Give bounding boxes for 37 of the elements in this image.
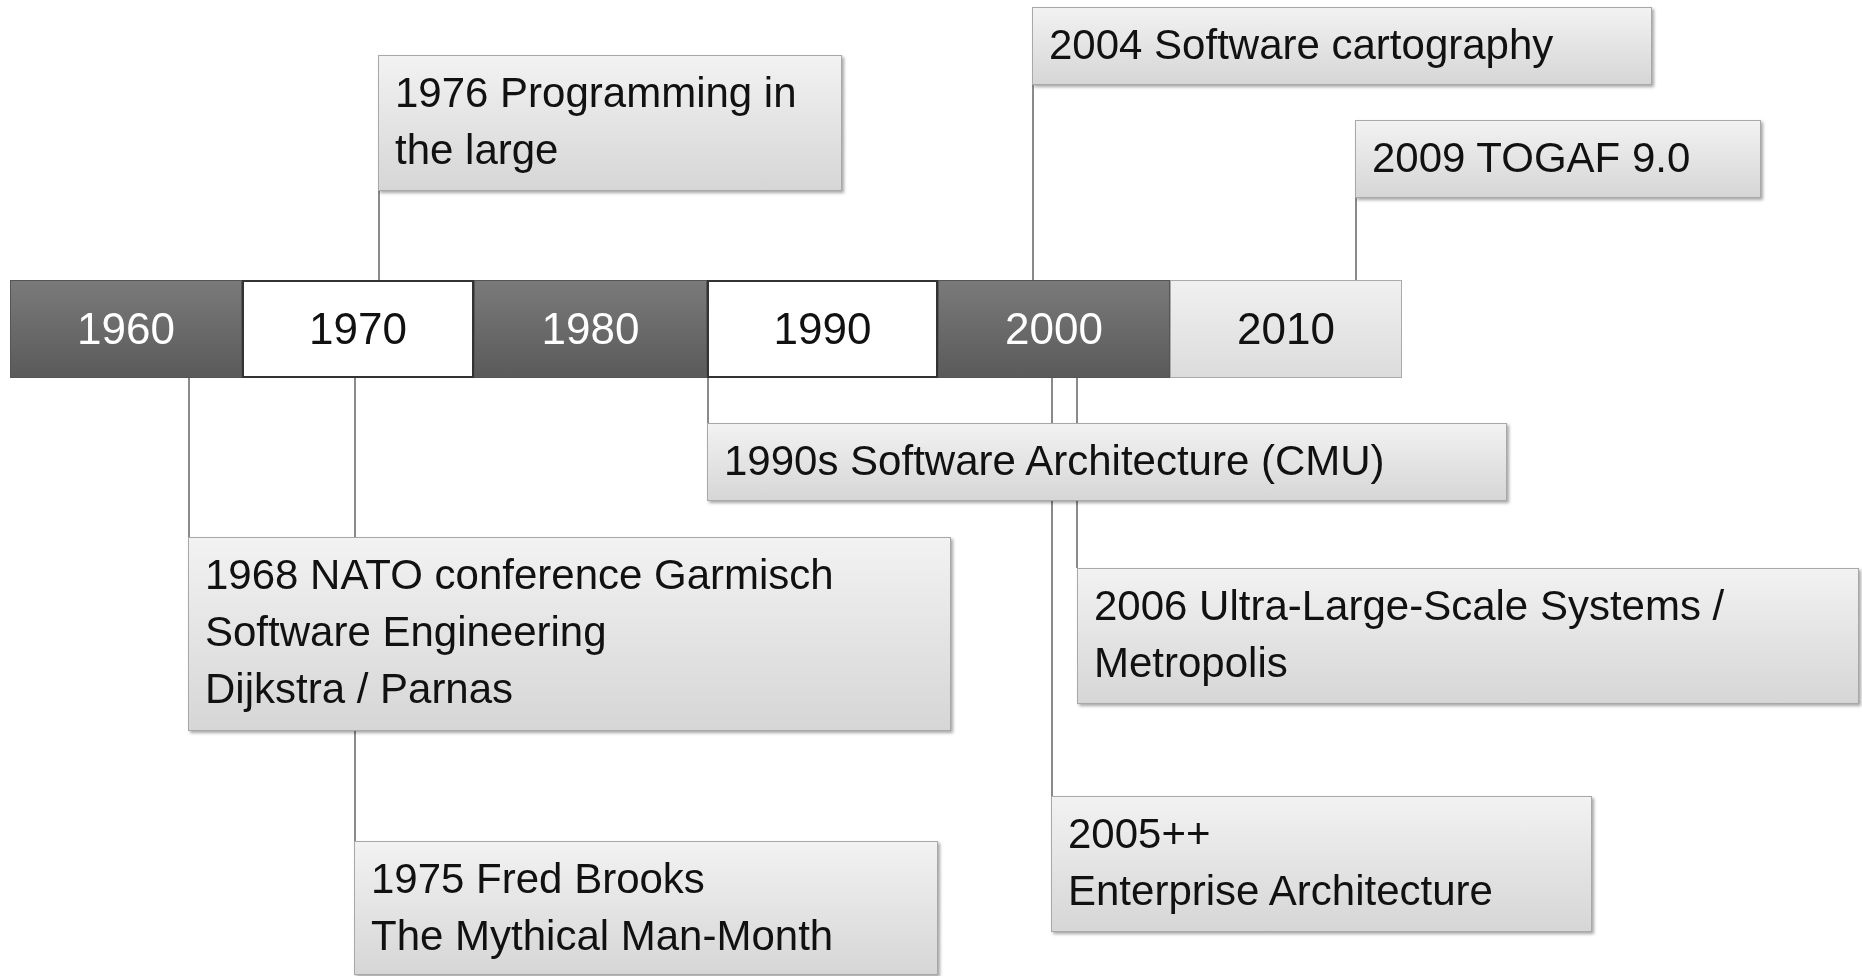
event-box — [1032, 7, 1652, 85]
year-label: 2000 — [1005, 304, 1103, 354]
event-box — [1355, 120, 1761, 198]
year-label: 2010 — [1237, 304, 1335, 354]
event-box — [1051, 796, 1592, 932]
year-label: 1980 — [541, 304, 640, 354]
leader-line — [1355, 197, 1357, 281]
event-text: 1968 NATO conference Garmisch — [205, 550, 835, 600]
event-box — [188, 537, 951, 731]
leader-line — [378, 190, 380, 281]
leader-line — [707, 377, 709, 424]
event-text: 1976 Programming in the large — [395, 68, 798, 175]
leader-line — [188, 377, 190, 538]
leader-line — [1032, 84, 1034, 281]
event-text: 2005++ — [1068, 809, 1212, 859]
event-text: 2004 Software cartography — [1049, 20, 1555, 70]
event-box — [1077, 568, 1859, 704]
year-box — [10, 280, 242, 378]
event-text: Dijkstra / Parnas — [205, 664, 515, 714]
event-text: 2009 TOGAF 9.0 — [1372, 133, 1692, 183]
event-box — [707, 423, 1507, 501]
event-box — [354, 841, 938, 975]
event-text: 1975 Fred Brooks — [371, 854, 706, 904]
year-box — [1170, 280, 1402, 378]
event-text: Enterprise Architecture — [1068, 866, 1494, 916]
event-box — [378, 55, 842, 191]
year-box — [707, 280, 938, 378]
year-label: 1960 — [77, 304, 175, 354]
year-label: 1990 — [773, 304, 872, 354]
event-text: Software Engineering — [205, 607, 608, 657]
year-label: 1970 — [309, 304, 407, 354]
event-text: 2006 Ultra-Large-Scale Systems / Metropolis — [1094, 581, 1726, 688]
year-box — [242, 280, 474, 378]
year-box — [938, 280, 1170, 378]
event-text: 1990s Software Architecture (CMU) — [724, 436, 1386, 486]
event-text: The Mythical Man-Month — [371, 911, 835, 961]
year-box — [474, 280, 707, 378]
